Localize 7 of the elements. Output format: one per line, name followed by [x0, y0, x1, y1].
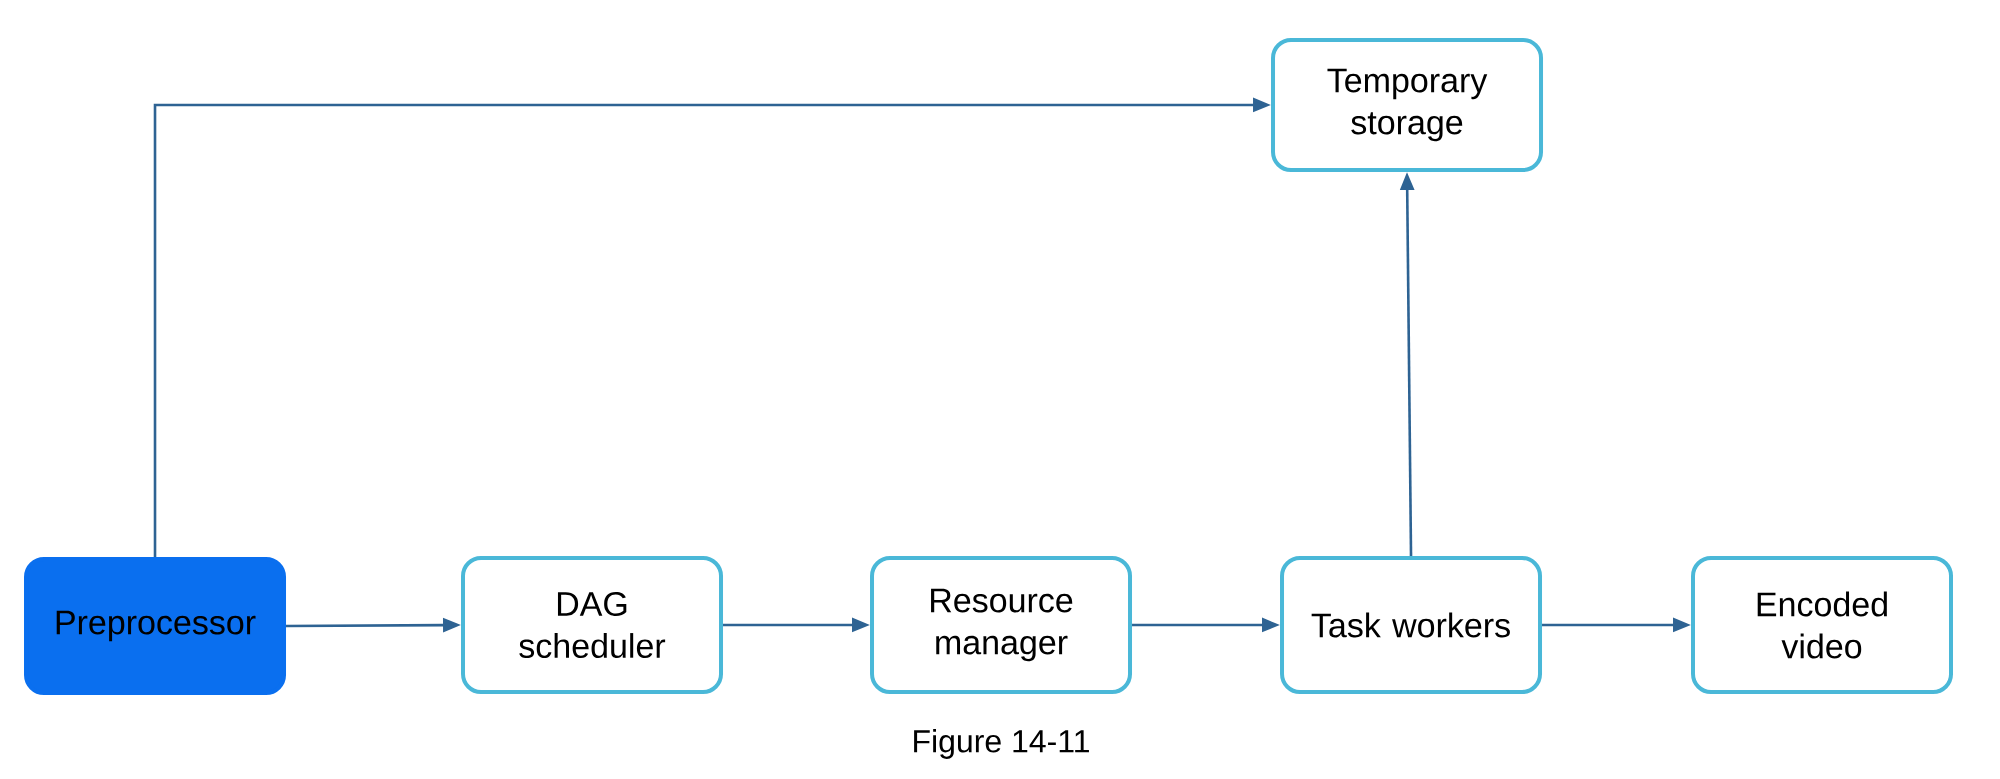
caption: Figure 14-11 [914, 729, 1089, 759]
process-box: DAG scheduler [461, 556, 723, 694]
preprocessor-box: Preprocessor [24, 557, 286, 695]
process-box: Temporary storage [1271, 38, 1543, 172]
process-box: Resource manager [870, 556, 1132, 694]
process-box: Encoded video [1691, 556, 1953, 694]
process-box: Task workers [1280, 556, 1542, 694]
